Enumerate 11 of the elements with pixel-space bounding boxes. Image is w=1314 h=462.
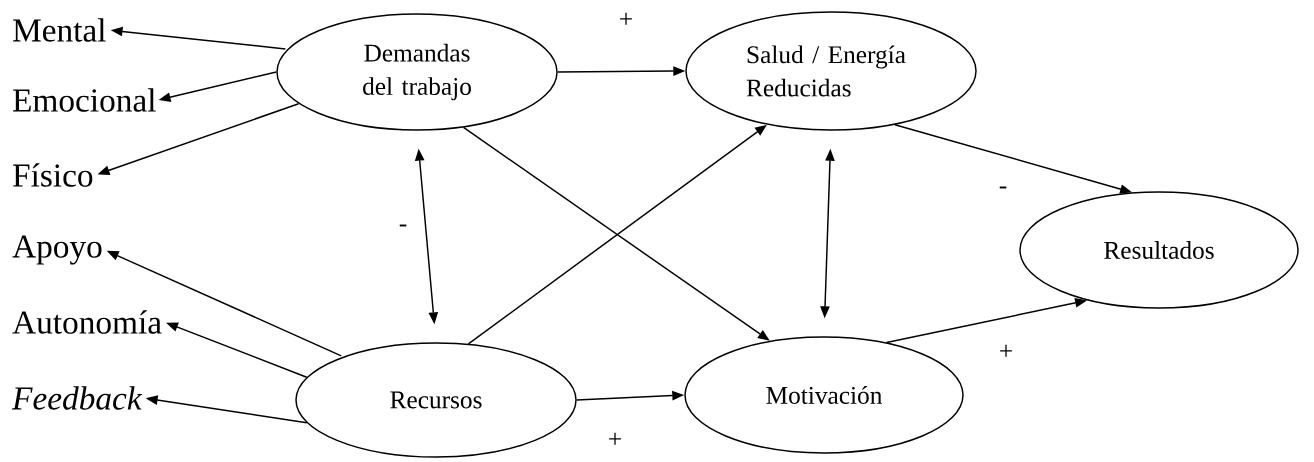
factor-label: Mental — [13, 18, 106, 42]
edge-label: - — [397, 223, 409, 233]
factor-label: Autonomía — [12, 310, 162, 334]
factor-label: Apoyo — [12, 235, 102, 265]
factor-label: Físico — [13, 163, 93, 187]
edge-label: + — [617, 11, 635, 29]
edge-label: + — [606, 431, 624, 449]
edge-label: + — [997, 343, 1015, 361]
edge-label: - — [997, 185, 1009, 195]
factor-label: Feedback — [11, 386, 143, 410]
factor-label: Emocional — [13, 88, 156, 112]
